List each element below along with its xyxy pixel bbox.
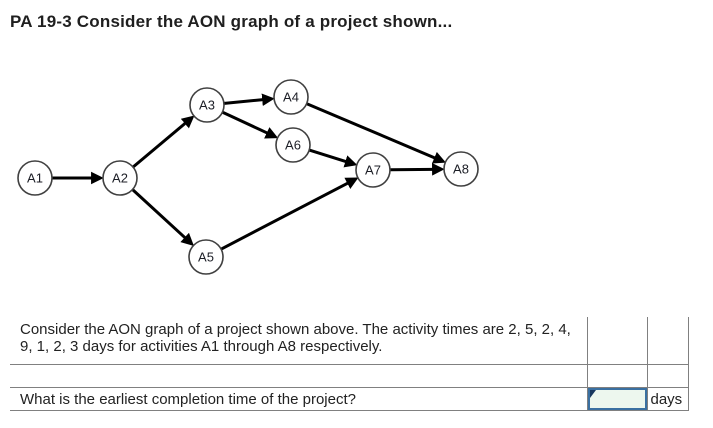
question-cell: What is the earliest completion time of … (10, 387, 587, 411)
table-row-spacer (10, 364, 689, 388)
units-label: days (650, 390, 683, 408)
description-cell: Consider the AON graph of a project show… (10, 317, 587, 365)
aon-node-A2: A2 (102, 160, 138, 196)
question-text: What is the earliest completion time of … (20, 390, 356, 408)
svg-text:A8: A8 (453, 162, 469, 177)
description-text: Consider the AON graph of a project show… (20, 321, 571, 355)
table-row-description: Consider the AON graph of a project show… (10, 317, 689, 365)
aon-node-A3: A3 (189, 87, 225, 123)
aon-node-A5: A5 (188, 239, 224, 275)
empty-cell (586, 364, 648, 388)
aon-edge-A2-A5 (131, 188, 194, 246)
aon-edge-A6-A7 (309, 148, 358, 168)
aon-node-A7: A7 (355, 152, 391, 188)
aon-edge-A2-A3 (132, 115, 195, 168)
aon-edge-A5-A7 (220, 177, 359, 251)
aon-node-A4: A4 (273, 79, 309, 115)
aon-edge-A3-A6 (222, 111, 279, 139)
svg-text:A5: A5 (198, 250, 214, 265)
svg-text:A7: A7 (365, 163, 381, 178)
aon-edge-A4-A8 (306, 102, 446, 164)
empty-grade-cell (647, 317, 689, 365)
empty-cell (10, 364, 587, 388)
svg-text:A2: A2 (112, 171, 128, 186)
svg-text:A4: A4 (283, 90, 299, 105)
answer-cell (586, 387, 648, 411)
page-title: PA 19-3 Consider the AON graph of a proj… (10, 12, 453, 31)
empty-cell (647, 364, 689, 388)
answer-input[interactable] (587, 388, 647, 410)
aon-node-A1: A1 (17, 160, 53, 196)
svg-text:A6: A6 (285, 138, 301, 153)
svg-text:A3: A3 (199, 98, 215, 113)
aon-node-A8: A8 (443, 151, 479, 187)
svg-text:A1: A1 (27, 171, 43, 186)
aon-edge-A3-A4 (224, 93, 275, 107)
empty-grade-cell (586, 317, 648, 365)
units-cell: days (647, 387, 689, 411)
table-row-question: What is the earliest completion time of … (10, 387, 689, 411)
aon-node-A6: A6 (275, 127, 311, 163)
question-table: Consider the AON graph of a project show… (10, 317, 689, 411)
